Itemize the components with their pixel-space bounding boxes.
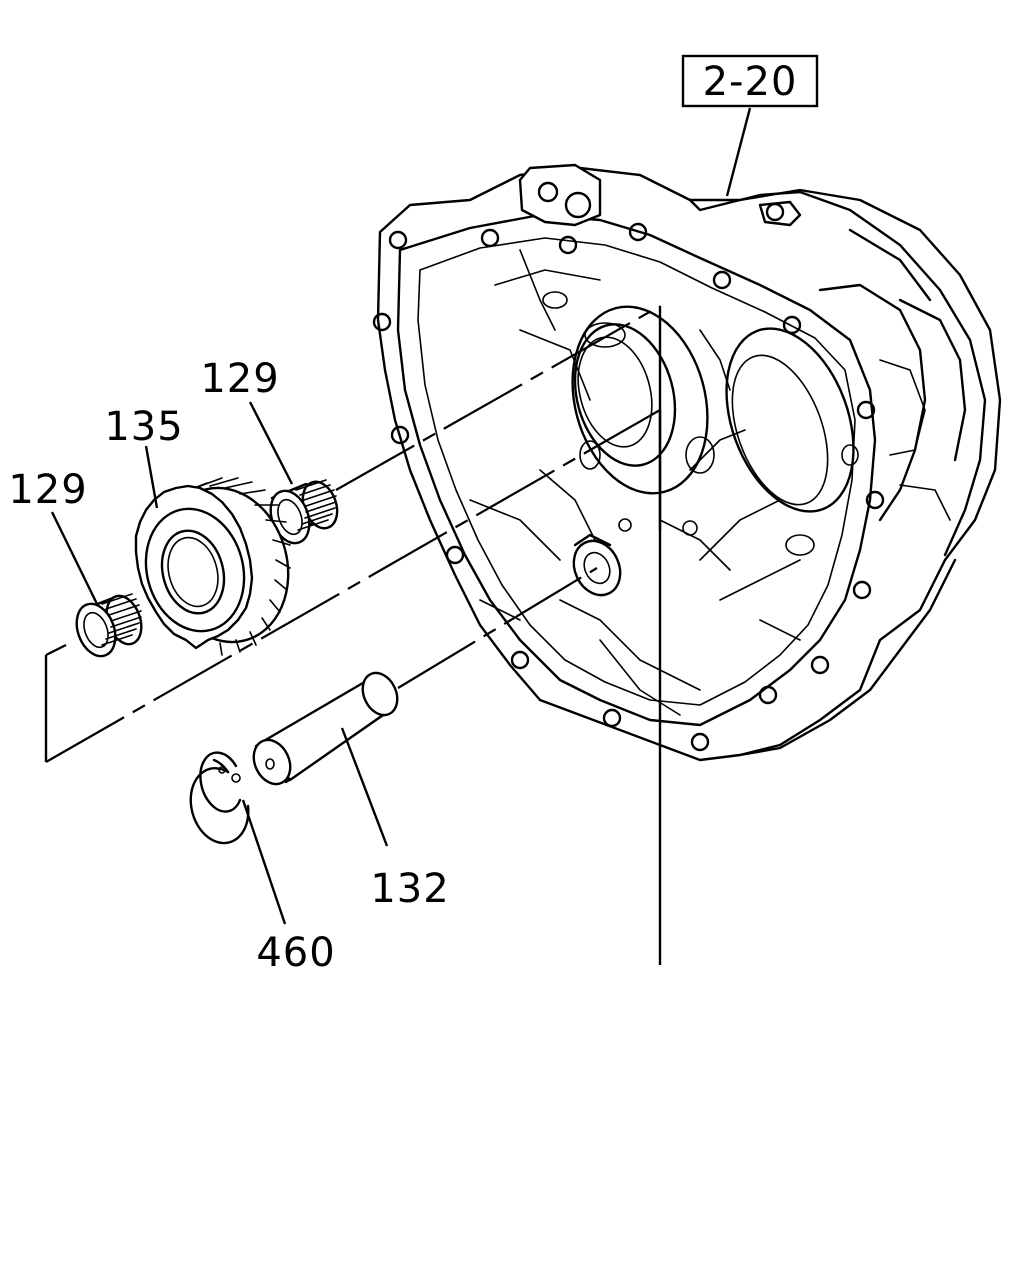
- callout-132: 132: [370, 866, 449, 912]
- counter-gear: [134, 477, 291, 656]
- counter-shaft: [252, 671, 399, 786]
- reference-box: 2-20: [681, 54, 819, 108]
- snap-ring: [189, 751, 250, 845]
- callout-460: 460: [256, 930, 335, 976]
- callout-129-upper: 129: [200, 356, 279, 402]
- reference-box-label: 2-20: [703, 59, 798, 105]
- transmission-case: [372, 163, 1002, 762]
- leader-lines: [50, 107, 752, 925]
- needle-bearing-upper: [269, 479, 339, 545]
- needle-bearing-lower: [75, 593, 143, 658]
- callout-129-lower: 129: [8, 467, 87, 513]
- assembly-lines: [44, 305, 662, 965]
- callout-135: 135: [104, 404, 183, 450]
